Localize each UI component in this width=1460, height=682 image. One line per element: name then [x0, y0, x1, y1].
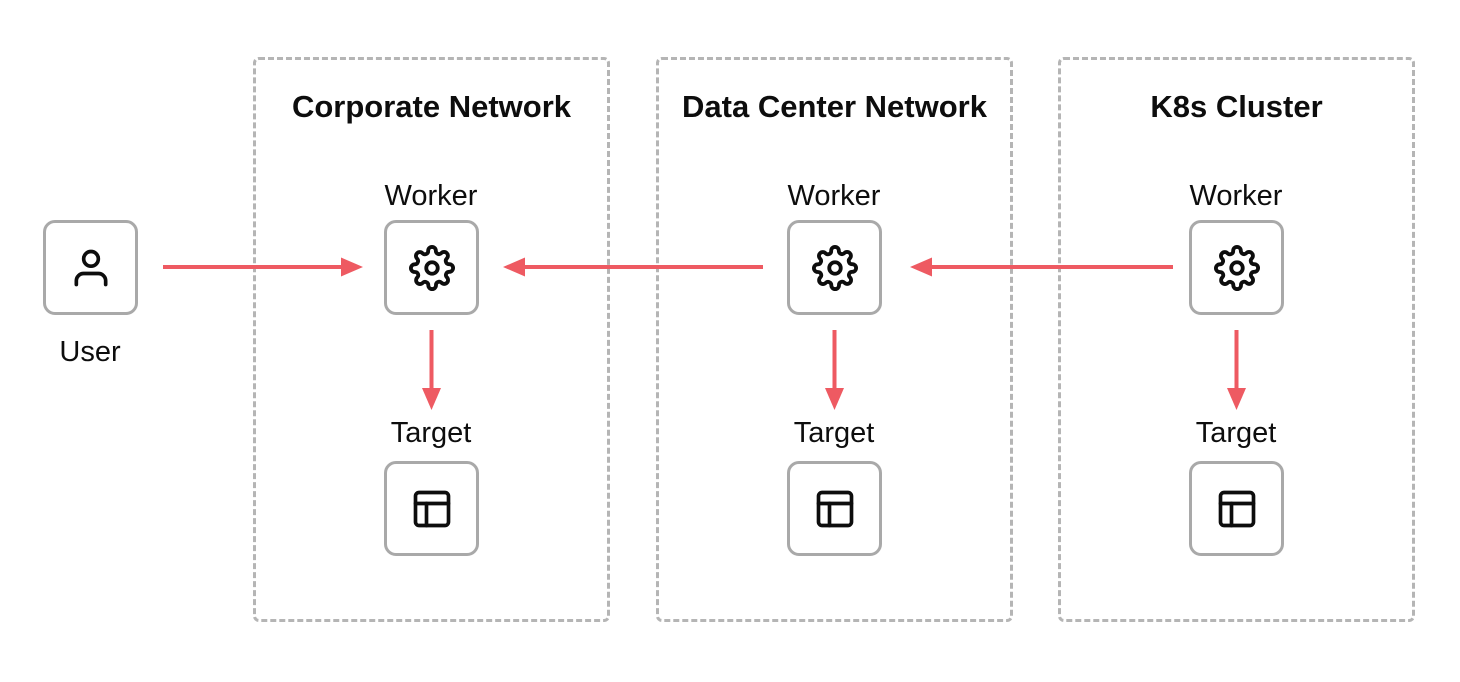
target-label-datacenter: Target [793, 417, 875, 449]
container-k8s-cluster: K8s Cluster [1058, 57, 1415, 622]
container-title-data-center-network: Data Center Network [682, 89, 987, 124]
layout-icon [816, 490, 853, 527]
gear-icon [408, 244, 455, 291]
target-node-datacenter [787, 461, 882, 556]
worker-node-corporate [384, 220, 479, 315]
target-node-corporate [384, 461, 479, 556]
target-label-corporate: Target [390, 417, 472, 449]
user-label: User [59, 336, 121, 368]
container-data-center-network: Data Center Network [656, 57, 1013, 622]
container-corporate-network: Corporate Network [253, 57, 610, 622]
container-title-k8s-cluster: K8s Cluster [1150, 89, 1323, 124]
worker-node-datacenter [787, 220, 882, 315]
worker-node-k8s [1189, 220, 1284, 315]
worker-label-datacenter: Worker [787, 180, 881, 212]
worker-label-corporate: Worker [384, 180, 478, 212]
gear-icon [811, 244, 858, 291]
user-node [43, 220, 138, 315]
user-icon [74, 249, 107, 286]
gear-icon [1213, 244, 1260, 291]
worker-label-k8s: Worker [1189, 180, 1283, 212]
layout-icon [413, 490, 450, 527]
target-node-k8s [1189, 461, 1284, 556]
target-label-k8s: Target [1195, 417, 1277, 449]
layout-icon [1218, 490, 1255, 527]
container-title-corporate-network: Corporate Network [291, 89, 572, 124]
